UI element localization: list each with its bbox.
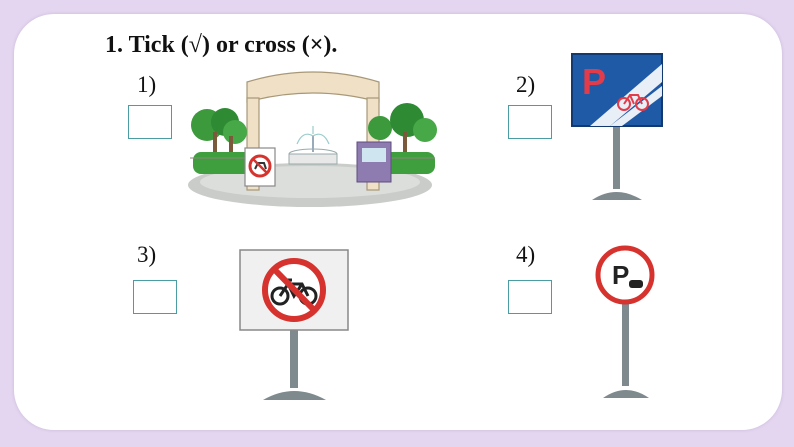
answer-box-2[interactable] <box>508 105 552 139</box>
item-number-1: 1) <box>137 72 157 97</box>
exercise-title: 1. Tick (√) or cross (×). <box>105 32 338 58</box>
bicycle-parking-sign-picture: P <box>571 53 663 200</box>
parking-letter: P <box>612 260 629 290</box>
car-parking-sign-picture: P <box>595 245 655 398</box>
answer-box-1[interactable] <box>128 105 172 139</box>
answer-box-4[interactable] <box>508 280 552 314</box>
park-entrance-picture <box>188 71 437 207</box>
parking-letter: P <box>582 61 606 102</box>
item-number-4: 4) <box>516 242 536 267</box>
item-number-3: 3) <box>137 242 157 267</box>
item-number-2: 2) <box>516 72 536 97</box>
answer-box-3[interactable] <box>133 280 177 314</box>
no-bicycles-sign-picture <box>239 249 349 400</box>
